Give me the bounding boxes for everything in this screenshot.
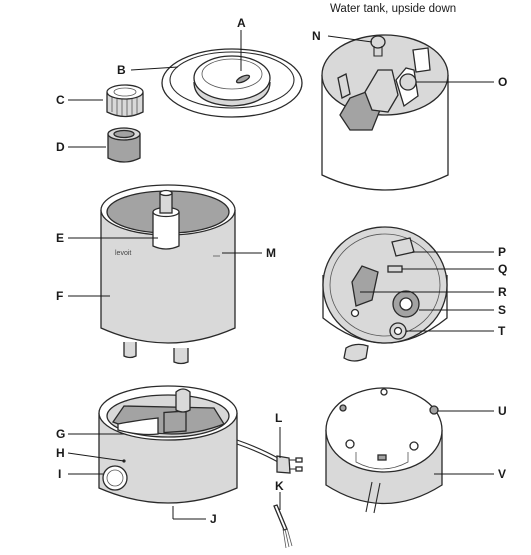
label-p: P <box>498 245 506 259</box>
leader-lines <box>67 30 494 520</box>
label-n: N <box>312 29 321 43</box>
humidifier-base <box>98 385 279 504</box>
brand-mark: levoit <box>115 250 131 257</box>
caption: Water tank, upside down <box>330 3 456 15</box>
label-o: O <box>498 75 507 89</box>
label-f: F <box>56 289 63 303</box>
label-h: H <box>56 446 65 460</box>
letter-labels: A B C D E F M G H I J L K N O P Q R S T … <box>56 16 507 526</box>
label-u: U <box>498 404 507 418</box>
base-bottom-view <box>325 387 443 514</box>
top-cover <box>161 48 303 118</box>
label-d: D <box>56 140 65 154</box>
filter-ring <box>107 127 141 163</box>
label-b: B <box>117 63 126 77</box>
label-t: T <box>498 324 506 338</box>
label-l: L <box>275 411 282 425</box>
water-tank-upside-down <box>321 34 449 191</box>
label-i: I <box>58 467 61 481</box>
label-g: G <box>56 427 65 441</box>
label-v: V <box>498 467 506 481</box>
label-c: C <box>56 93 65 107</box>
label-a: A <box>237 16 246 30</box>
cleaning-brush <box>273 504 293 549</box>
label-r: R <box>498 285 507 299</box>
label-m: M <box>266 246 276 260</box>
label-e: E <box>56 231 64 245</box>
label-s: S <box>498 303 506 317</box>
label-k: K <box>275 479 284 493</box>
label-q: Q <box>498 262 507 276</box>
tank-bottom-view <box>322 226 448 362</box>
label-j: J <box>210 512 217 526</box>
main-tank: levoit <box>100 184 236 365</box>
power-plug <box>276 455 303 474</box>
cap-part <box>106 84 144 118</box>
